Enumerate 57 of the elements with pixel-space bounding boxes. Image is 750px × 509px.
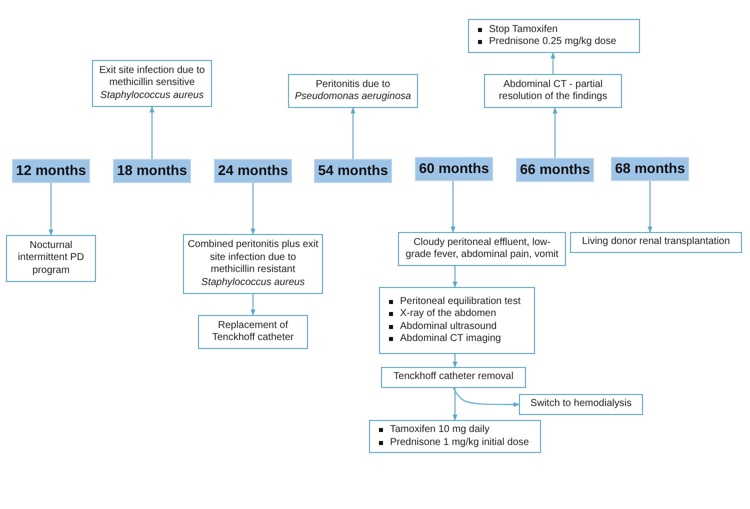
time-label: 24 months (218, 162, 288, 180)
list-box (369, 420, 541, 453)
box-text: Peritonitis due to Pseudomonas aeruginosa (294, 78, 412, 104)
box-text: Cloudy peritoneal effluent, low-grade fever, abdominal pain, vomit (404, 236, 560, 262)
list-item: Stop Tamoxifen (477, 24, 558, 36)
time-label: 66 months (520, 161, 590, 179)
timeline-box (611, 157, 689, 181)
arrow (452, 388, 458, 421)
arrow (552, 107, 558, 158)
arrow (350, 107, 356, 159)
list-item: X-ray of the abdomen (388, 308, 496, 320)
box-text: Tenckhoff catheter removal (394, 371, 514, 384)
arrow (450, 181, 456, 233)
process-box (570, 232, 742, 253)
arrow (250, 183, 256, 235)
time-label: 60 months (419, 160, 489, 178)
process-box (381, 367, 526, 388)
list-item: Prednisone 0.25 mg/kg dose (477, 36, 616, 48)
box-text: Switch to hemodialysis (530, 398, 632, 411)
process-box (398, 232, 566, 266)
arrow (48, 183, 54, 236)
box-text: Nocturnal intermittent PD program (16, 240, 86, 278)
timeline-box (516, 158, 594, 182)
process-box (288, 74, 418, 108)
list-item: Tamoxifen 10 mg daily (378, 424, 490, 436)
timeline-box (113, 159, 191, 183)
arrow (452, 354, 458, 368)
arrow (250, 294, 256, 316)
list-item: Prednisone 1 mg/kg initial dose (378, 436, 529, 449)
process-box (198, 315, 308, 349)
process-box (484, 74, 622, 108)
time-label: 12 months (16, 162, 86, 180)
box-text: Living donor renal transplantation (582, 236, 730, 249)
box-text: Replacement of Tenckhoff catheter (211, 320, 295, 344)
process-box (92, 60, 212, 107)
list-item: Abdominal ultrasound (388, 320, 497, 333)
time-label: 68 months (615, 160, 685, 178)
time-label: 54 months (318, 162, 388, 180)
list-box (379, 287, 535, 354)
process-box (519, 394, 643, 415)
timeline-box (314, 159, 392, 183)
arrow (550, 52, 556, 74)
box-text: Exit site infection due to methicillin sensitive Staphylococcus aureus (98, 64, 206, 102)
timeline-box (415, 157, 493, 181)
arrow (648, 181, 652, 233)
timeline-box (214, 159, 292, 183)
timeline-box (12, 159, 90, 183)
process-box (6, 235, 96, 282)
list-box (468, 19, 640, 53)
box-text: Abdominal CT - partial resolution of the findings (498, 78, 608, 104)
arrow (452, 388, 520, 407)
list-item: Abdominal CT imaging (388, 333, 501, 346)
arrow (150, 106, 154, 159)
time-label: 18 months (117, 162, 187, 180)
box-text: Combined peritonitis plus exit site infection due to methicillin resistant Staphylococcus aureus (187, 239, 319, 289)
arrow (452, 266, 458, 288)
list-item: Peritoneal equilibration test (388, 296, 521, 308)
